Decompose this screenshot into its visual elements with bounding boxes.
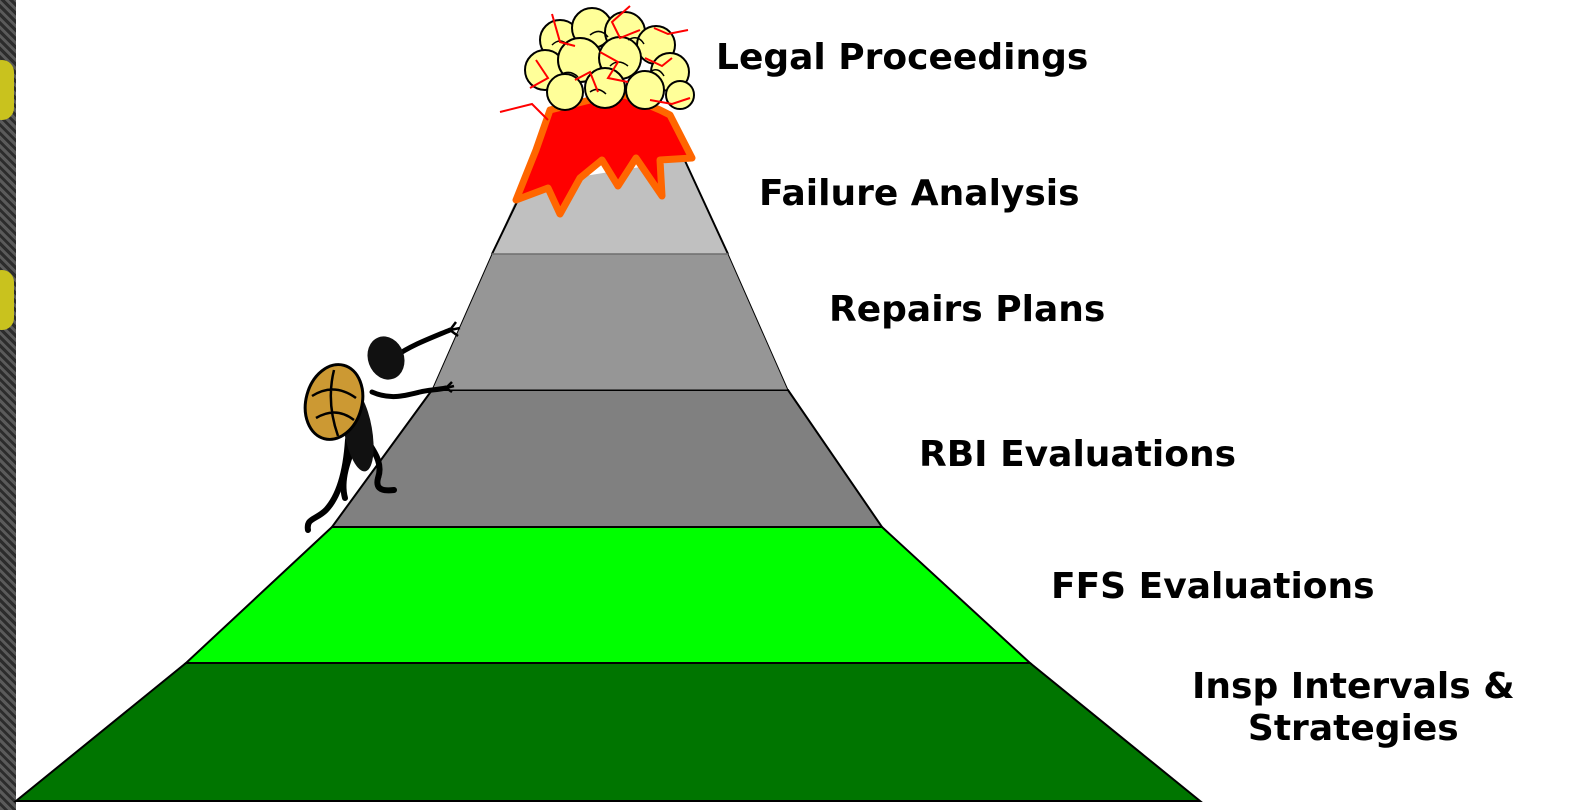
label-insp-intervals-line1: Insp Intervals & [1192,666,1515,707]
edge-dot [0,60,14,120]
tier-repairs-plans [431,253,789,391]
left-edge-decoration [0,0,16,810]
label-insp-intervals-line2: Strategies [1247,708,1459,750]
climber-icon [303,321,461,533]
tier-edge [679,149,729,255]
edge-dot [0,270,14,330]
tier-insp-intervals [13,662,1203,802]
eruption-sparks [499,5,691,121]
label-legal-proceedings: Legal Proceedings [716,37,1089,78]
tier-rbi-evaluations [330,389,884,528]
tier-ffs-evaluations [183,526,1033,664]
smoke-cloud-icon [524,7,695,111]
label-insp-intervals: Insp Intervals & Strategies [1192,666,1515,751]
label-ffs-evaluations: FFS Evaluations [1051,566,1375,607]
label-rbi-evaluations: RBI Evaluations [919,434,1237,475]
label-failure-analysis: Failure Analysis [759,173,1080,214]
label-repairs-plans: Repairs Plans [829,289,1106,330]
